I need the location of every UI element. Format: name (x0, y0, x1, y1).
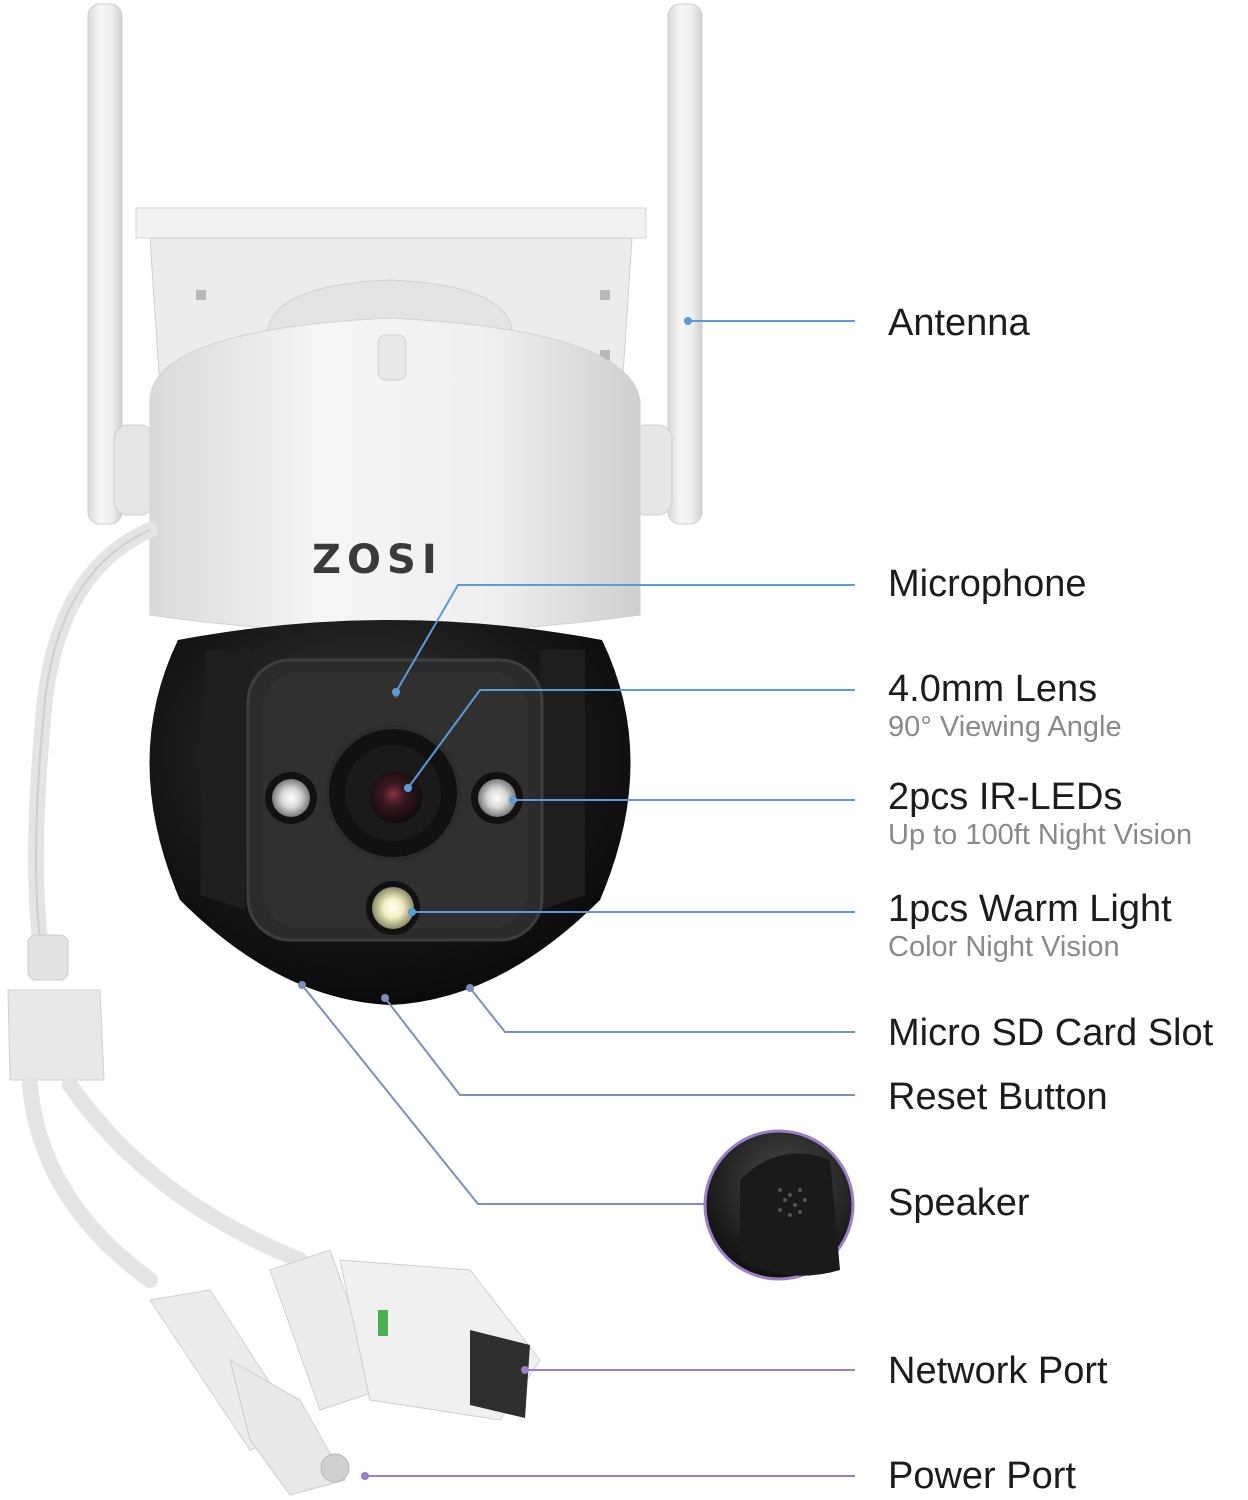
callout-reset: Reset Button (888, 1076, 1108, 1118)
callout-reset-title: Reset Button (888, 1076, 1108, 1118)
callout-lens-sub: 90° Viewing Angle (888, 711, 1122, 743)
callout-lens: 4.0mm Lens 90° Viewing Angle (888, 668, 1122, 744)
callout-network: Network Port (888, 1350, 1108, 1392)
callout-dots (298, 317, 692, 1480)
network-plug (269, 1249, 541, 1421)
callout-lines (301, 320, 855, 1477)
callout-speaker: Speaker (888, 1182, 1030, 1224)
antenna-left (87, 3, 155, 525)
callout-warm-light: 1pcs Warm Light Color Night Vision (888, 888, 1172, 964)
callout-microphone: Microphone (888, 563, 1087, 605)
camera-cable (28, 522, 158, 948)
callout-power: Power Port (888, 1455, 1076, 1497)
callout-ir-leds: 2pcs IR-LEDs Up to 100ft Night Vision (888, 776, 1192, 852)
brand-logo: ZOSI (312, 537, 443, 583)
callout-network-title: Network Port (888, 1350, 1108, 1392)
callout-sd-slot-title: Micro SD Card Slot (888, 1012, 1214, 1054)
power-plug (149, 1289, 350, 1496)
callout-ir-leds-title: 2pcs IR-LEDs (888, 776, 1123, 818)
callout-ir-leds-sub: Up to 100ft Night Vision (888, 819, 1193, 851)
warm-light (366, 881, 420, 935)
callout-microphone-title: Microphone (888, 563, 1087, 605)
cable-splitter (7, 934, 308, 1288)
callout-antenna-title: Antenna (888, 302, 1030, 344)
lens (325, 725, 461, 861)
callout-antenna: Antenna (888, 302, 1030, 344)
callout-speaker-title: Speaker (888, 1182, 1030, 1224)
antenna-right (631, 3, 703, 525)
callout-warm-light-title: 1pcs Warm Light (888, 888, 1172, 930)
callout-sd-slot: Micro SD Card Slot (888, 1012, 1213, 1054)
callout-lens-title: 4.0mm Lens (888, 668, 1098, 710)
callout-power-title: Power Port (888, 1455, 1076, 1497)
ir-leds (265, 772, 523, 824)
camera-housing (149, 317, 641, 633)
callout-warm-light-sub: Color Night Vision (888, 931, 1120, 963)
speaker-inset (703, 1129, 855, 1281)
